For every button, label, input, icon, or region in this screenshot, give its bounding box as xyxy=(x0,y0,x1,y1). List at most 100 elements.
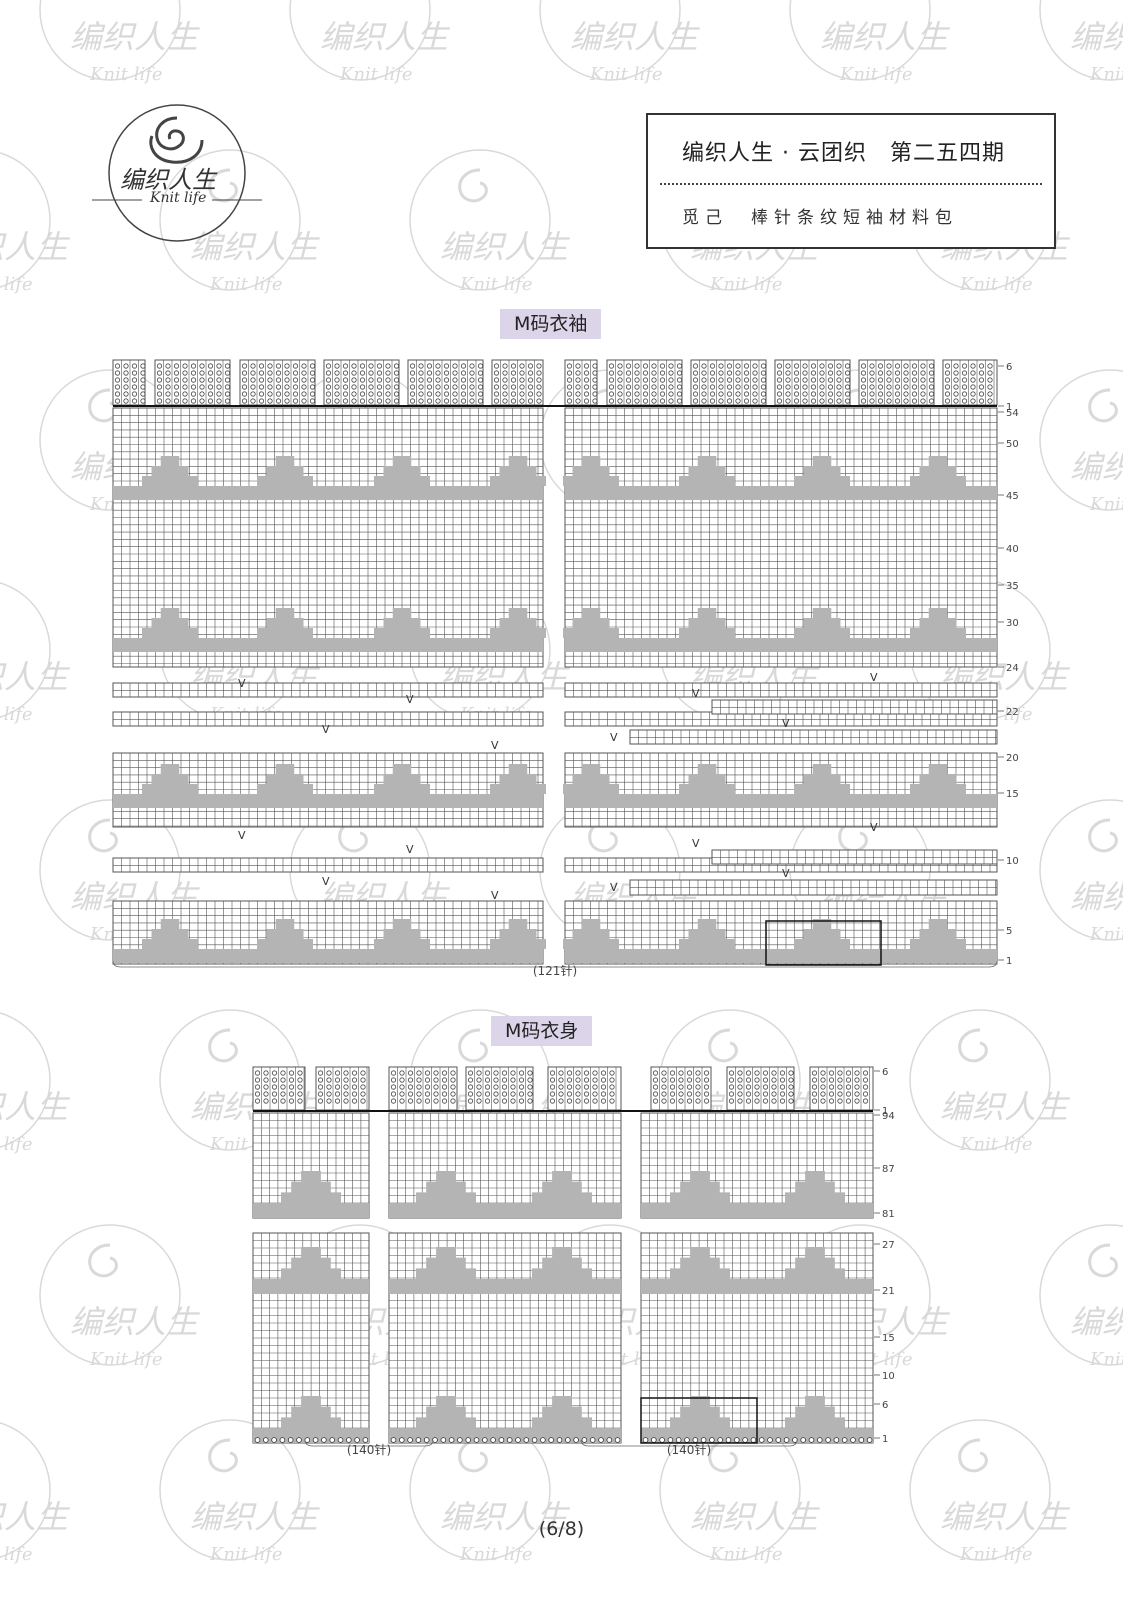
purl-stitch-icon xyxy=(652,1084,659,1090)
row-number: 30 xyxy=(1006,618,1019,629)
cast-on-stitch-icon xyxy=(783,1437,790,1443)
watermark-swirl-icon xyxy=(88,818,118,853)
purl-stitch-icon xyxy=(334,391,340,397)
rib-block xyxy=(252,1066,306,1111)
purl-stitch-icon xyxy=(301,398,307,404)
purl-stitch-icon xyxy=(267,384,273,390)
purl-stitch-icon xyxy=(820,1077,826,1083)
purl-stitch-icon xyxy=(845,1098,852,1104)
purl-stitch-icon xyxy=(326,1077,332,1083)
shaded-triangle xyxy=(416,1396,476,1428)
purl-stitch-icon xyxy=(292,363,299,369)
purl-stitch-icon xyxy=(652,1070,659,1076)
purl-stitch-icon xyxy=(258,398,265,404)
purl-stitch-icon xyxy=(668,370,674,376)
purl-stitch-icon xyxy=(575,1070,581,1076)
row-number: 27 xyxy=(882,1240,895,1251)
purl-stitch-icon xyxy=(263,1098,269,1104)
purl-stitch-icon xyxy=(360,1070,366,1076)
purl-stitch-icon xyxy=(258,370,265,376)
cast-on-stitch-icon xyxy=(321,1437,327,1443)
purl-stitch-icon xyxy=(978,363,985,369)
purl-stitch-icon xyxy=(441,1077,448,1083)
purl-stitch-icon xyxy=(351,363,357,369)
watermark-swirl-icon xyxy=(1088,818,1118,853)
purl-stitch-icon xyxy=(944,384,951,390)
purl-stitch-icon xyxy=(788,1077,794,1083)
purl-stitch-icon xyxy=(566,363,573,369)
purl-stitch-icon xyxy=(334,370,340,376)
row-number: 40 xyxy=(1006,544,1019,555)
watermark-text-cn: 编织人生 xyxy=(190,1498,320,1536)
purl-stitch-icon xyxy=(477,377,484,383)
cast-on-stitch-icon xyxy=(271,1437,277,1443)
purl-stitch-icon xyxy=(317,1091,324,1097)
purl-stitch-icon xyxy=(854,1077,860,1083)
purl-stitch-icon xyxy=(718,377,724,383)
cast-on-stitch-icon xyxy=(390,1437,397,1443)
purl-stitch-icon xyxy=(519,384,525,390)
shaded-triangle xyxy=(563,608,619,638)
purl-stitch-icon xyxy=(207,391,214,397)
purl-stitch-icon xyxy=(745,1091,752,1097)
purl-stitch-icon xyxy=(140,363,146,369)
purl-stitch-icon xyxy=(894,363,901,369)
purl-stitch-icon xyxy=(987,391,993,397)
purl-stitch-icon xyxy=(216,377,222,383)
purl-stitch-icon xyxy=(987,363,993,369)
watermark-text-cn: 编织人生 xyxy=(570,18,700,56)
watermark-text-en: Knit life xyxy=(0,1544,33,1565)
purl-stitch-icon xyxy=(450,1077,456,1083)
purl-stitch-icon xyxy=(978,370,985,376)
purl-stitch-icon xyxy=(886,370,892,376)
purl-stitch-icon xyxy=(309,398,316,404)
purl-stitch-icon xyxy=(676,370,683,376)
purl-stitch-icon xyxy=(752,384,758,390)
purl-stitch-icon xyxy=(301,377,307,383)
purl-stitch-icon xyxy=(737,1077,743,1083)
purl-stitch-icon xyxy=(718,363,724,369)
purl-stitch-icon xyxy=(869,377,875,383)
purl-stitch-icon xyxy=(284,363,290,369)
purl-stitch-icon xyxy=(575,370,581,376)
purl-stitch-icon xyxy=(659,370,666,376)
purl-stitch-icon xyxy=(828,1070,835,1076)
purl-stitch-icon xyxy=(390,1091,397,1097)
purl-stitch-icon xyxy=(368,370,374,376)
purl-stitch-icon xyxy=(441,1084,448,1090)
cast-on-stitch-icon xyxy=(825,1437,831,1443)
purl-stitch-icon xyxy=(173,384,180,390)
purl-stitch-icon xyxy=(802,370,808,376)
row-number: 6 xyxy=(882,1400,888,1411)
purl-stitch-icon xyxy=(549,1084,556,1090)
cast-on-stitch-icon xyxy=(800,1437,806,1443)
purl-stitch-icon xyxy=(735,391,741,397)
purl-stitch-icon xyxy=(695,1077,701,1083)
purl-stitch-icon xyxy=(359,391,366,397)
purl-stitch-icon xyxy=(536,398,542,404)
purl-stitch-icon xyxy=(224,391,231,397)
purl-stitch-icon xyxy=(317,1077,324,1083)
purl-stitch-icon xyxy=(510,1098,516,1104)
purl-stitch-icon xyxy=(390,1070,397,1076)
purl-stitch-icon xyxy=(199,363,205,369)
purl-stitch-icon xyxy=(652,1091,659,1097)
purl-stitch-icon xyxy=(156,398,163,404)
purl-stitch-icon xyxy=(460,384,467,390)
purl-stitch-icon xyxy=(334,1077,341,1083)
purl-stitch-icon xyxy=(810,377,817,383)
purl-stitch-icon xyxy=(625,384,632,390)
watermark-ring xyxy=(539,0,681,81)
purl-stitch-icon xyxy=(114,370,121,376)
purl-stitch-icon xyxy=(651,398,657,404)
purl-stitch-icon xyxy=(334,398,340,404)
shaded-triangle xyxy=(374,608,430,638)
purl-stitch-icon xyxy=(802,398,808,404)
cast-on-stitch-icon xyxy=(692,1437,699,1443)
shaded-band xyxy=(641,1203,873,1218)
purl-stitch-icon xyxy=(819,377,825,383)
rib-lines xyxy=(783,360,844,405)
purl-stitch-icon xyxy=(317,1098,324,1104)
purl-stitch-icon xyxy=(254,1070,261,1076)
